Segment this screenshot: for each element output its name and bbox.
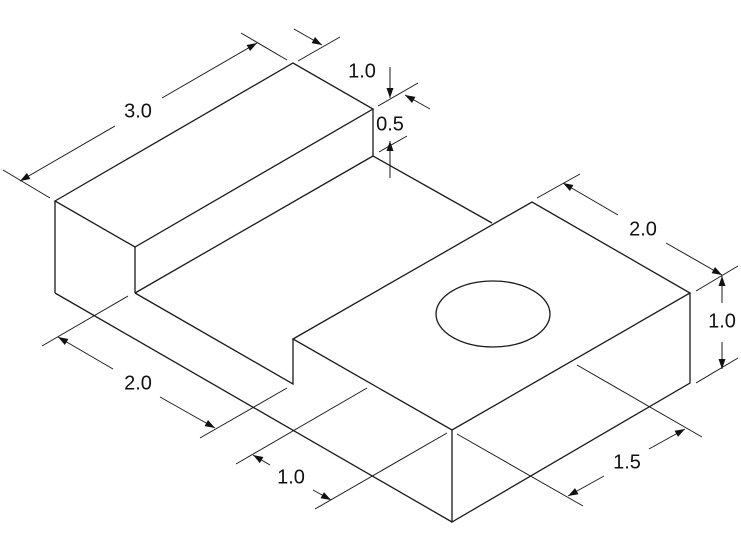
dim-label-3-0: 3.0 [124,100,152,122]
dim-label-0-5: 0.5 [376,113,404,135]
dimension-bottom-1-0: 1.0 [235,387,448,510]
step-floor-front-edge [134,292,294,386]
part-outline [53,62,692,524]
through-hole [435,280,551,348]
dimension-right-1-0: 1.0 [695,276,739,384]
dimension-3-0: 3.0 [2,32,288,199]
dimension-top-1-0: 1.0 [293,28,431,110]
dim-label-1-5: 1.5 [613,451,641,473]
left-block-front-face [54,201,136,293]
left-block-top-face [53,62,375,248]
dimension-left-2-0: 2.0 [41,295,288,439]
step-floor-back-edge [134,155,374,294]
dim-label-left-2-0: 2.0 [124,372,152,394]
dimension-right-2-0: 2.0 [536,173,739,292]
dim-label-right-1-0: 1.0 [708,310,736,332]
dimension-1-5: 1.5 [456,364,703,507]
dimension-0-5: 0.5 [376,67,408,178]
dim-label-top-1-0: 1.0 [348,60,376,82]
right-block-front-faces [451,293,691,524]
dim-label-bottom-1-0: 1.0 [277,466,305,488]
dim-label-right-2-0: 2.0 [629,218,657,240]
